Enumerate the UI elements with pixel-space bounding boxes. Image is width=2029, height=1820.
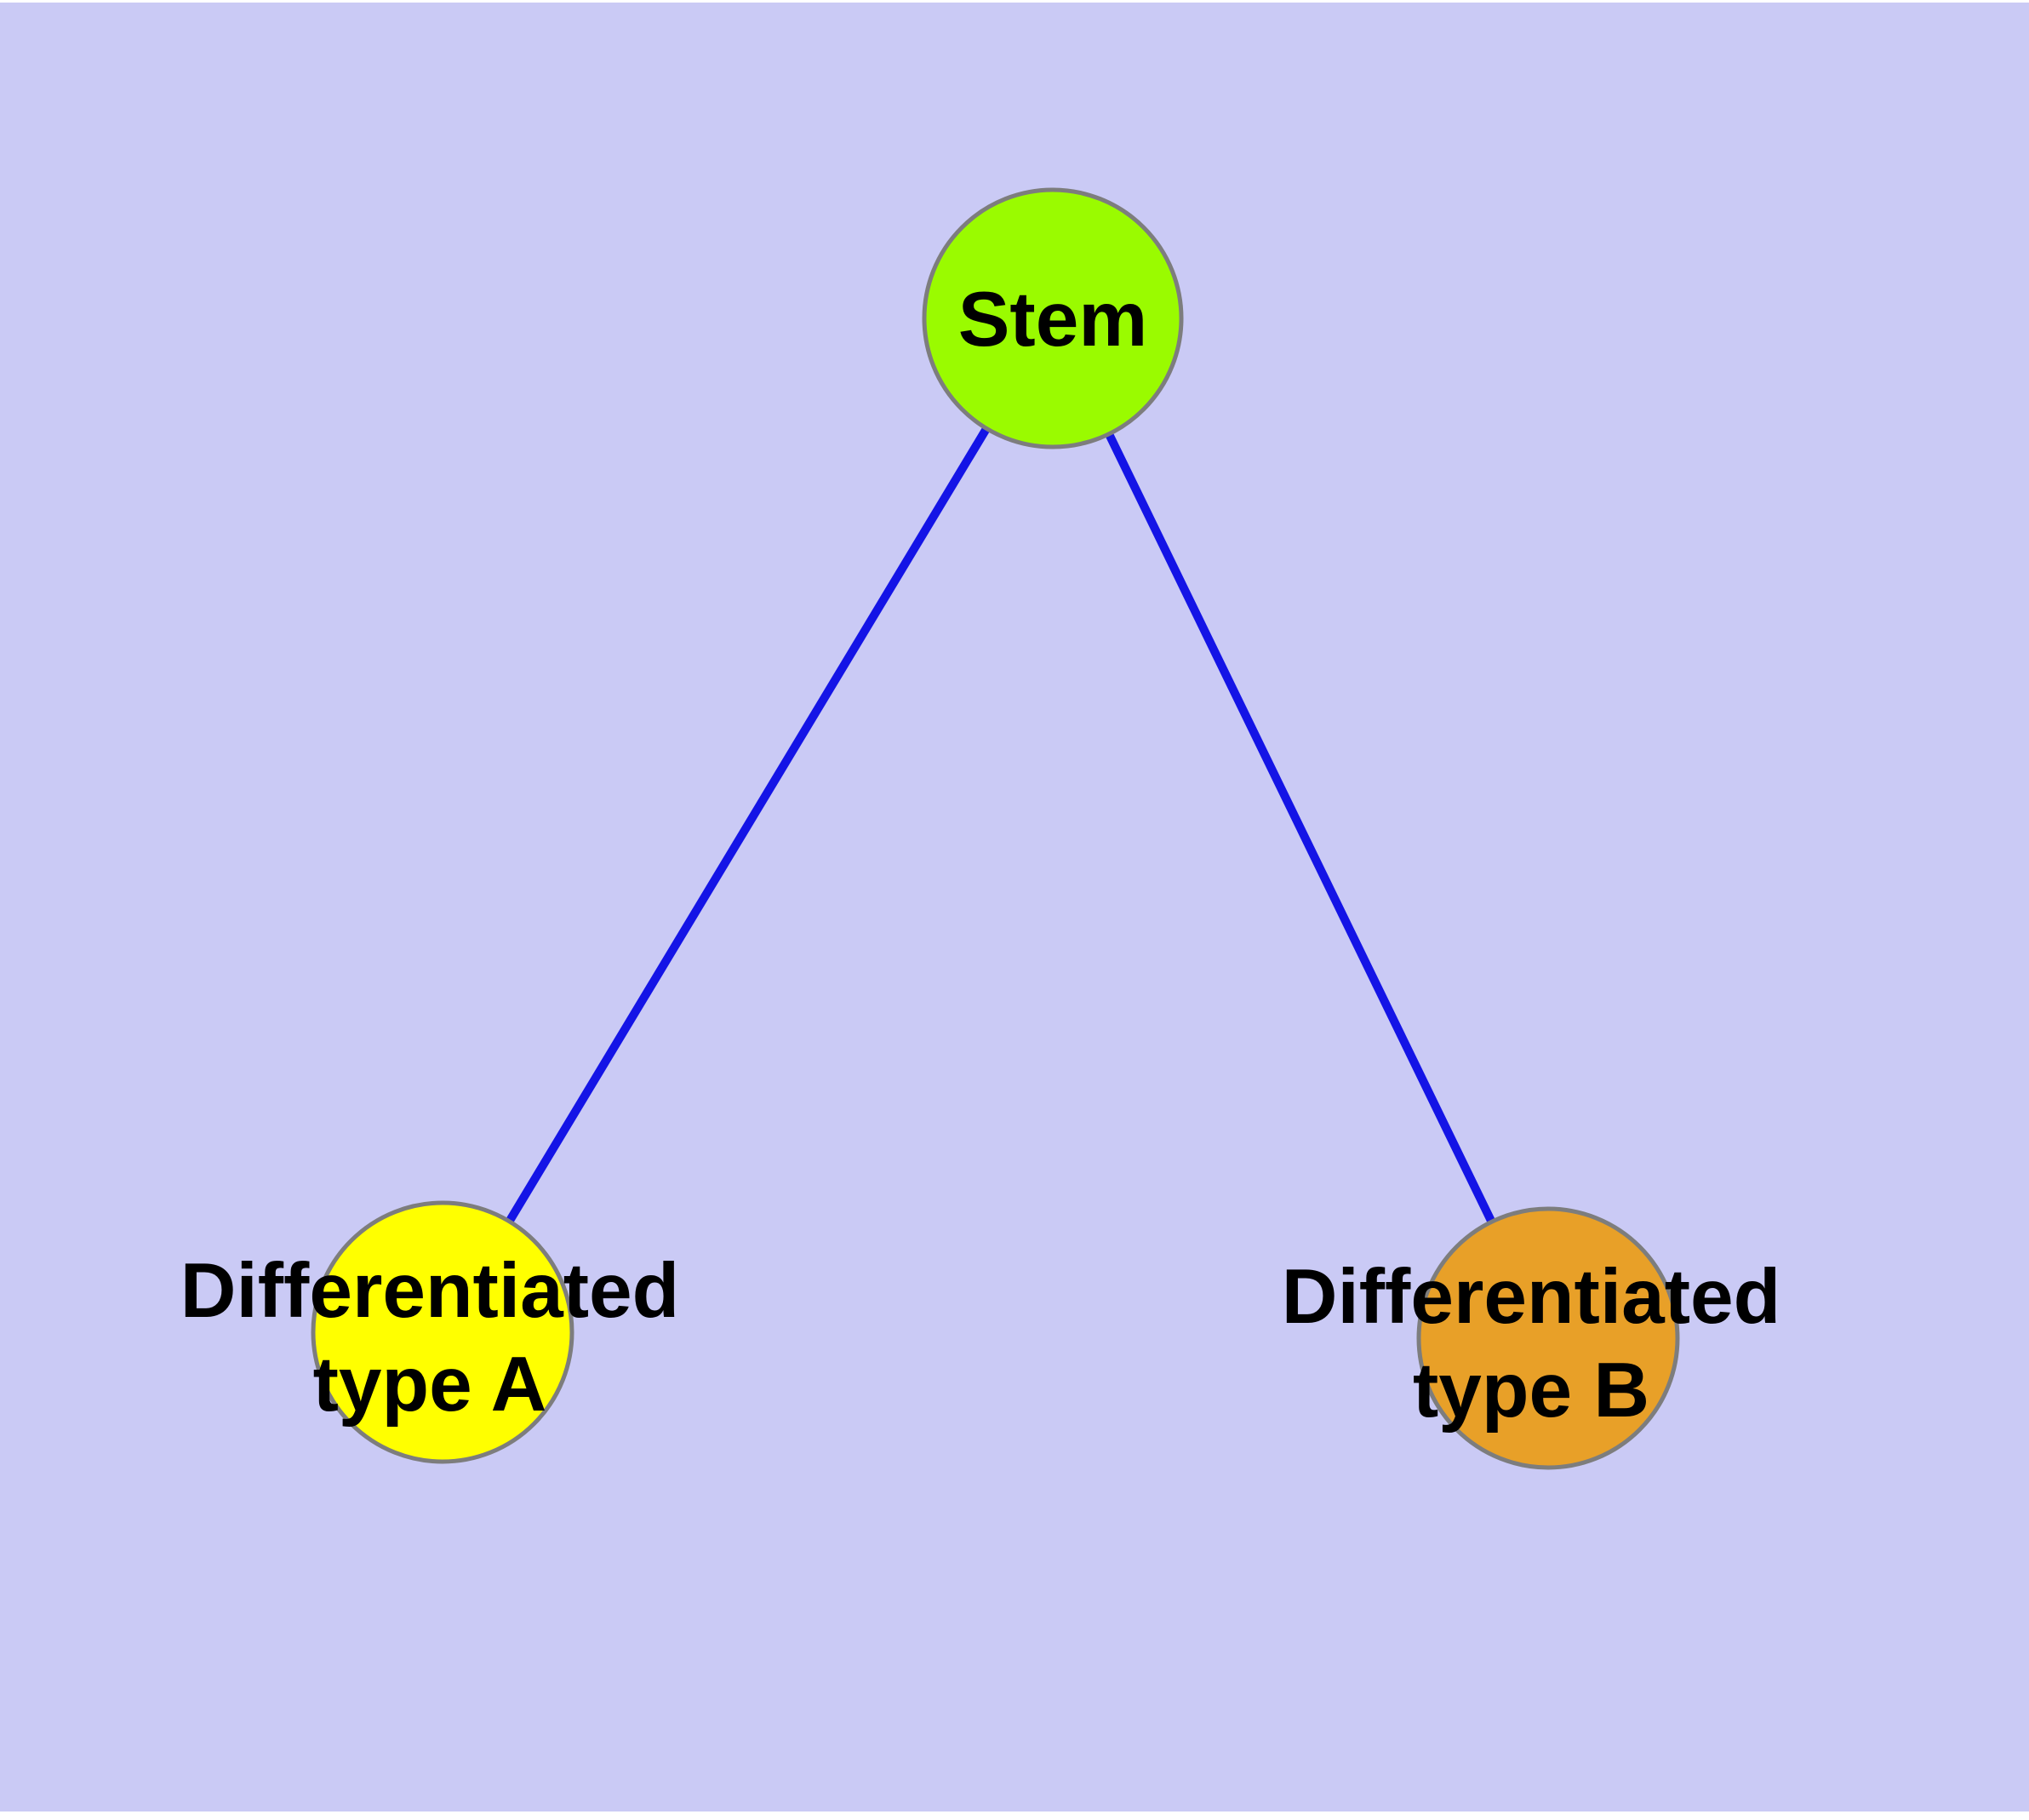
node-type-b-label-line1: Differentiated bbox=[1282, 1254, 1781, 1340]
node-differentiated-type-b bbox=[1416, 1206, 1680, 1470]
edge-stem-to-type-b bbox=[1049, 316, 1552, 1341]
node-type-a-label-line2: type A bbox=[313, 1342, 547, 1428]
node-differentiated-type-a bbox=[311, 1200, 574, 1464]
node-stem-label: Stem bbox=[958, 277, 1148, 363]
node-type-b-label-line2: type B bbox=[1413, 1348, 1649, 1434]
bottom-margin-strip bbox=[0, 1811, 2029, 1820]
node-type-a-label-line1: Differentiated bbox=[180, 1248, 680, 1334]
top-margin-strip bbox=[0, 0, 2029, 3]
node-stem bbox=[922, 187, 1184, 449]
edge-stem-to-type-a bbox=[438, 316, 1057, 1335]
